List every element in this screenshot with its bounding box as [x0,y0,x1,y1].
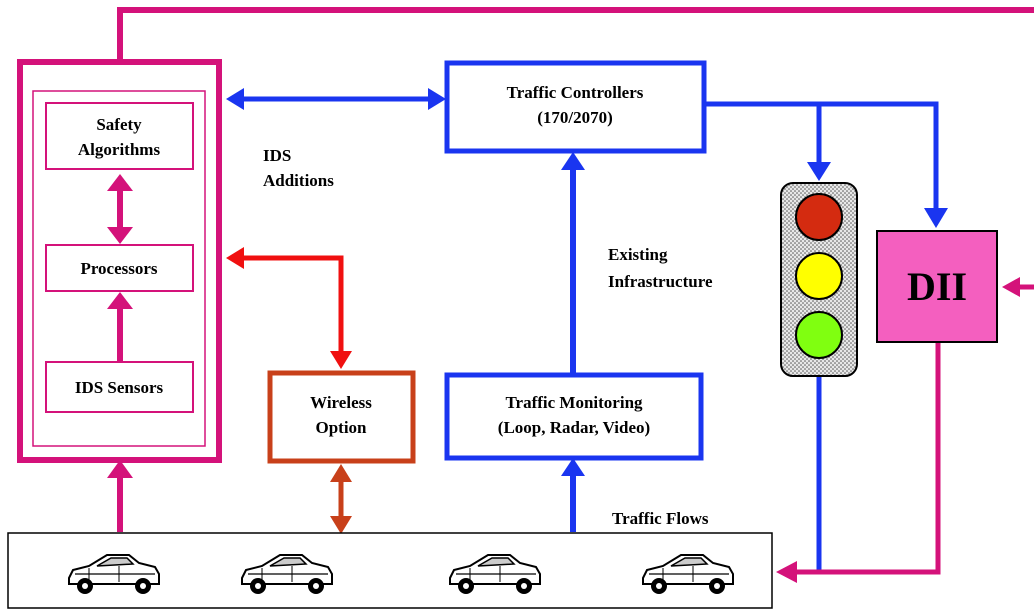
traffic-monitoring-label-1: Traffic Monitoring [505,393,643,412]
arrowhead [107,227,133,244]
arrowhead [330,464,352,482]
wireless-option-label-2: Option [315,418,367,437]
traffic-monitoring-label-2: (Loop, Radar, Video) [498,418,650,437]
signal-to-roadway-line [795,376,822,575]
traffic-controllers-label-2: (170/2070) [537,108,613,127]
arrowhead [924,208,948,228]
processors-label: Processors [80,259,157,278]
arrowhead [428,88,446,110]
dii-label: DII [907,264,967,309]
traffic-monitoring-block [444,372,704,461]
top-feedback-line [117,7,1034,62]
car-icon [241,554,333,594]
arrowhead [1002,277,1020,297]
car-icon [642,554,734,594]
wireless-option-label-1: Wireless [310,393,372,412]
traffic-controllers-label-1: Traffic Controllers [507,83,644,102]
processors-wireless-link [242,255,344,352]
traffic-flows-label: Traffic Flows [612,509,709,528]
arrowhead [107,174,133,191]
arrowhead [330,351,352,369]
controllers-output-line [705,101,939,210]
traffic-light-icon [780,182,858,377]
car-icon [449,554,541,594]
ids-sensors-label: IDS Sensors [75,378,164,397]
arrowhead [561,458,585,476]
dii-to-roadway-line [795,342,941,575]
arrowhead [330,516,352,534]
arrowhead [226,247,244,269]
arrowhead [107,292,133,309]
arrowhead [226,88,244,110]
safety-algorithms-label-1: Safety [96,115,142,134]
arrowhead [561,152,585,170]
wireless-option-block [267,370,416,464]
arrowhead [776,561,797,583]
traffic-controllers-block [444,60,707,154]
safety-algorithms-label-2: Algorithms [78,140,161,159]
ids-additions-label-2: Additions [263,171,334,190]
car-icon [68,554,160,594]
arrowhead [107,460,133,478]
ids-inner-frame [32,90,206,447]
ids-additions-label-1: IDS [263,146,291,165]
existing-infrastructure-label-2: Infrastructure [608,272,713,291]
ids-sensors-block [45,361,194,413]
arrowhead [807,162,831,181]
dii-block [876,230,998,343]
safety-algorithms-block [45,102,194,170]
existing-infrastructure-label-1: Existing [608,245,668,264]
processors-block [45,244,194,292]
